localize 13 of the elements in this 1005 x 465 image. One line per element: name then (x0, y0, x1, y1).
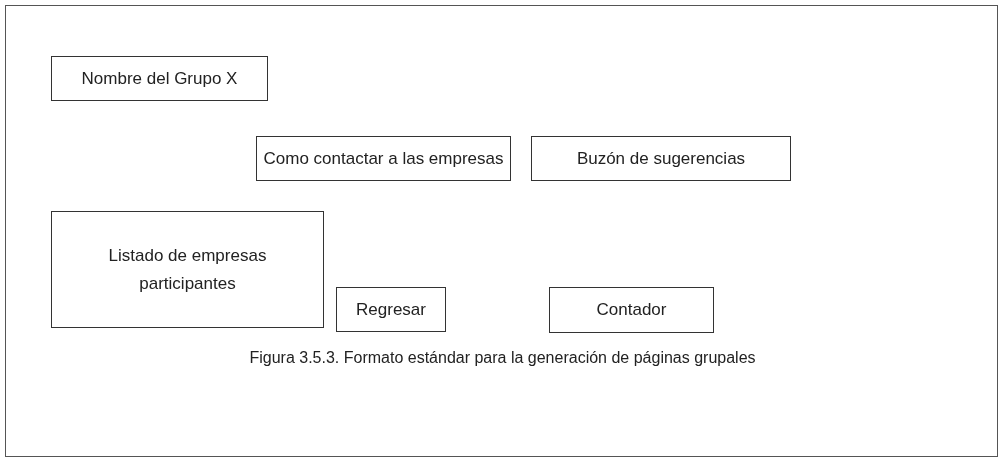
section-box (51, 56, 268, 101)
box-label: Regresar (356, 298, 426, 321)
box-label: Como contactar a las empresas (263, 147, 504, 170)
box-label: Listado de empresas participantes (107, 245, 268, 295)
figure-caption: Figura 3.5.3. Formato estándar para la generación de páginas grupales (249, 349, 756, 366)
section-box (549, 287, 714, 333)
box-label: Contador (596, 299, 667, 322)
section-box (256, 136, 511, 181)
section-box (336, 287, 446, 332)
box-label: Buzón de sugerencias (576, 147, 746, 170)
section-box (51, 211, 324, 328)
section-box (531, 136, 791, 181)
box-label: Nombre del Grupo X (81, 67, 238, 90)
